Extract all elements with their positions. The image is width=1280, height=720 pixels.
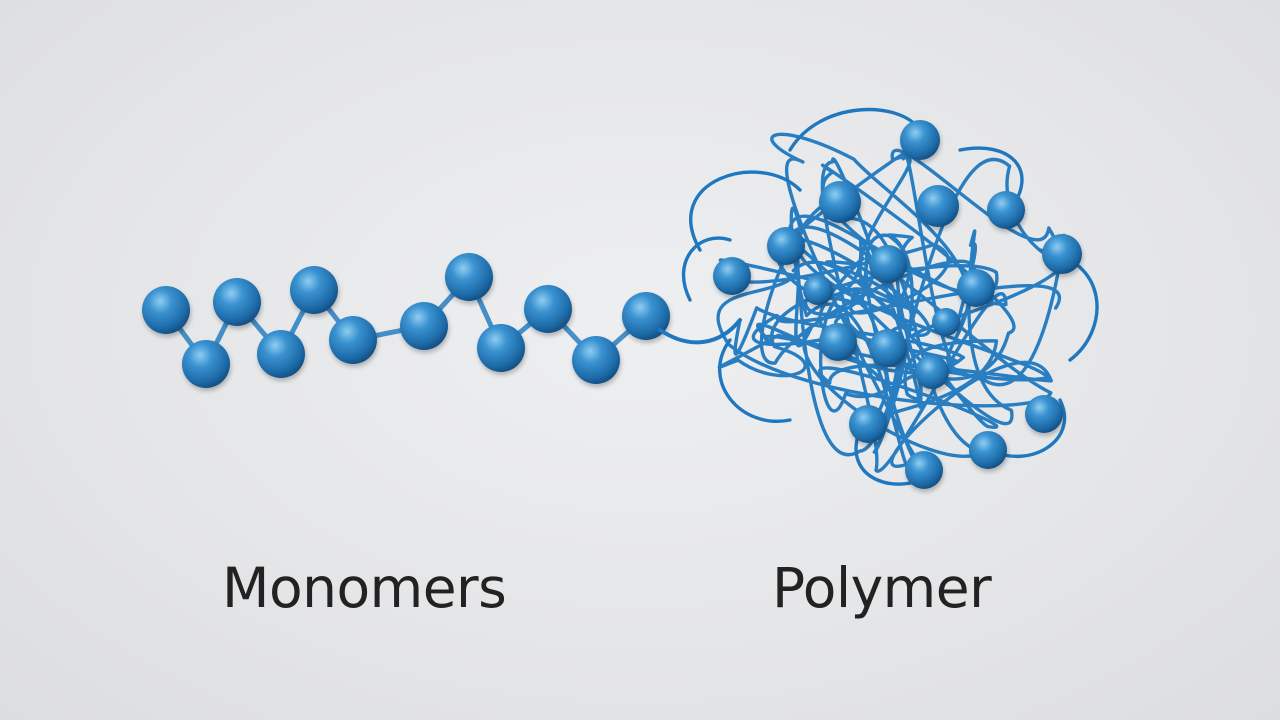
- monomer-bead-5: [290, 266, 338, 314]
- strand-loop-2: [788, 107, 922, 152]
- polymer-bead-6: [1042, 234, 1082, 274]
- monomer-bead-3: [213, 278, 261, 326]
- monomer-bead-11: [572, 336, 620, 384]
- polymer-bead-16: [969, 431, 1007, 469]
- monomer-bead-1: [142, 286, 190, 334]
- polymer-bead-2: [819, 181, 861, 223]
- monomer-chain: [142, 253, 670, 388]
- polymer-label: Polymer: [772, 556, 992, 620]
- polymer-bead-5: [767, 227, 805, 265]
- polymer-bead-7: [713, 257, 751, 295]
- monomer-bead-12: [622, 292, 670, 340]
- polymer-bead-14: [1025, 395, 1063, 433]
- strand-loop-8: [682, 236, 732, 302]
- polymer-coil: [658, 107, 1099, 489]
- polymer-bead-12: [869, 329, 907, 367]
- monomers-label: Monomers: [222, 556, 507, 620]
- chain-connector: [658, 318, 742, 345]
- monomer-bead-8: [445, 253, 493, 301]
- polymer-bead-3: [917, 185, 959, 227]
- monomer-bead-9: [477, 324, 525, 372]
- monomer-bead-6: [329, 316, 377, 364]
- strand-loop-7: [717, 338, 792, 423]
- polymer-bead-8: [869, 245, 907, 283]
- polymer-bead-13: [915, 355, 949, 389]
- polymer-bead-10: [932, 308, 960, 336]
- polymer-bead-15: [849, 405, 887, 443]
- polymer-bead-9: [957, 269, 995, 307]
- polymer-bead-4: [987, 191, 1025, 229]
- polymer-bead-1: [900, 120, 940, 160]
- polymer-bead-18: [803, 275, 833, 305]
- monomer-bead-7: [400, 302, 448, 350]
- polymer-bead-11: [819, 323, 857, 361]
- strand-loop-1: [689, 170, 802, 252]
- monomer-bead-2: [182, 340, 230, 388]
- polymer-bead-17: [905, 451, 943, 489]
- monomer-bead-10: [524, 285, 572, 333]
- monomer-bead-4: [257, 330, 305, 378]
